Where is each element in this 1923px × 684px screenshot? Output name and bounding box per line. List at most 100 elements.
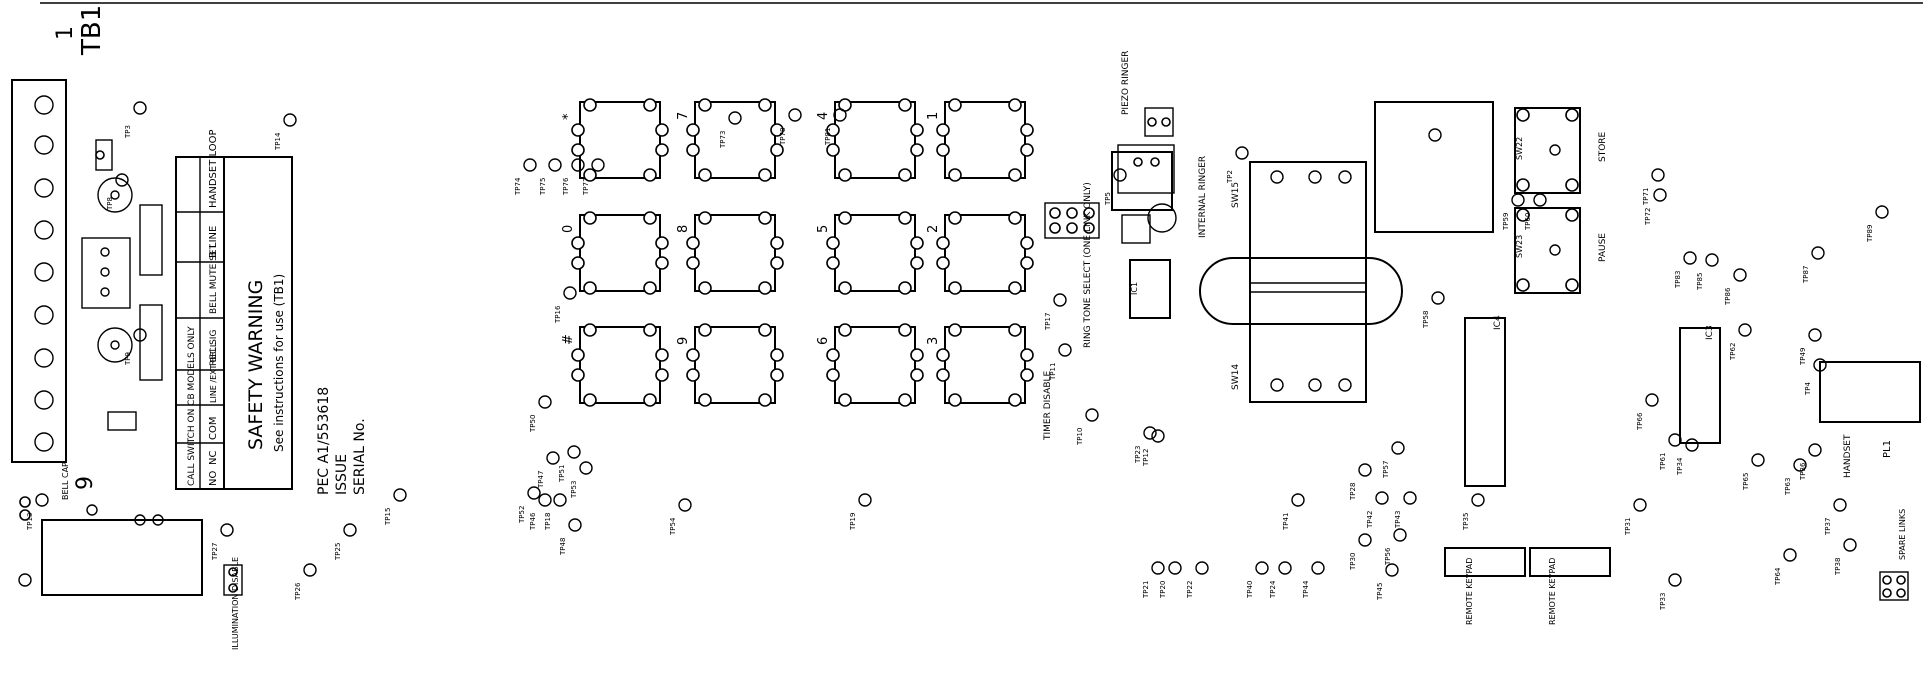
test-point-label: TP17 <box>1044 313 1052 331</box>
test-point-label: TP2 <box>1226 170 1234 184</box>
safety-title: SAFETY WARNING <box>245 280 267 450</box>
test-point <box>1278 561 1292 575</box>
illumination-label: ILLUMINATION DISABLE <box>231 557 240 650</box>
tt-header-2: B LINE <box>208 226 219 258</box>
bell-cap-label: BELL CAP <box>61 462 70 500</box>
part-id-line2: ISSUE <box>334 454 350 495</box>
safety-subtitle: See instructions for use (TB1) <box>272 274 286 452</box>
test-point <box>1808 443 1822 457</box>
test-point-label: TP37 <box>1824 518 1832 536</box>
test-point <box>1793 458 1807 472</box>
test-point <box>678 498 692 512</box>
keypad-digit-label: 8 <box>676 225 691 233</box>
tt-header-5: LINE /EXT BELL <box>209 342 218 403</box>
test-point-label: TP31 <box>1624 518 1632 536</box>
ringer-area: RING TONE SELECT (ONE LINK ONLY) PIEZO R… <box>1043 51 1208 441</box>
test-point-label: TP28 <box>1349 483 1357 501</box>
test-point-label: TP75 <box>539 178 547 196</box>
test-point <box>1813 358 1827 372</box>
keypad-switch: 2 <box>926 211 1034 295</box>
timer-label: TIMER DISABLE <box>1043 370 1053 441</box>
internal-ringer-label: INTERNAL RINGER <box>1198 156 1208 238</box>
test-point <box>1143 426 1157 440</box>
buzzer-block: STORE PAUSE SW22 SW23 <box>1374 101 1608 294</box>
test-point-label: TP8 <box>106 197 114 211</box>
remote-keypad-1-label: REMOTE KEYPAD <box>1465 558 1474 625</box>
test-point <box>788 108 802 122</box>
test-point <box>283 113 297 127</box>
test-point <box>393 488 407 502</box>
test-point-label: TP73 <box>719 131 727 149</box>
test-point <box>1645 393 1659 407</box>
test-point-label: TP22 <box>1186 581 1194 599</box>
tt-header-7: NC <box>208 451 219 465</box>
test-point-label: TP4 <box>1804 382 1812 396</box>
test-point-label: TP34 <box>1676 457 1684 476</box>
remote-keypad-connectors: REMOTE KEYPAD REMOTE KEYPAD <box>1444 547 1611 625</box>
test-point-label: TP60 <box>1524 213 1532 231</box>
keypad-switch: 6 <box>816 323 924 407</box>
test-point-label: TP10 <box>1076 428 1084 446</box>
test-point <box>133 101 147 115</box>
test-point-label: TP76 <box>562 177 570 196</box>
keypad-switch: # <box>561 323 669 407</box>
handset-connector: PL1 HANDSET <box>1819 361 1921 478</box>
test-point-label: TP58 <box>1422 311 1430 329</box>
test-point-label: TP9 <box>124 352 132 366</box>
test-point <box>1393 528 1407 542</box>
tt-header-8: NO <box>208 471 219 486</box>
keypad-switch: 0 <box>561 211 669 295</box>
keypad-switch: 3 <box>926 323 1034 407</box>
test-point <box>538 395 552 409</box>
test-point <box>1375 491 1389 505</box>
test-point <box>579 461 593 475</box>
test-point-label: TP41 <box>1282 513 1290 531</box>
part-id-line1: PEC A1/553618 <box>316 387 332 495</box>
remote-keypad-2-label: REMOTE KEYPAD <box>1548 558 1557 625</box>
test-point-label: TP85 <box>1696 273 1704 291</box>
test-point <box>1195 561 1209 575</box>
left-components <box>18 139 243 596</box>
keypad-digit-label: 4 <box>816 112 831 120</box>
keypad-switch: 4 <box>816 98 924 182</box>
test-point-label: TP24 <box>1269 580 1277 599</box>
test-point <box>1668 573 1682 587</box>
test-point <box>1471 493 1485 507</box>
test-point-label: TP78 <box>779 128 787 146</box>
test-point-label: TP81 <box>824 128 832 146</box>
tt-header-4: REC SIG <box>209 330 219 366</box>
test-point-label: TP15 <box>384 508 392 526</box>
test-point-label: TP62 <box>1729 343 1737 361</box>
test-point <box>1291 493 1305 507</box>
test-point <box>1431 291 1445 305</box>
test-point <box>546 451 560 465</box>
pl1-label: PL1 <box>1882 440 1893 458</box>
test-point <box>1843 538 1857 552</box>
test-point <box>1151 561 1165 575</box>
keypad-digit-label: 2 <box>926 225 941 233</box>
keypad-digit-label: 3 <box>926 337 941 345</box>
test-point-label: TP23 <box>1134 446 1142 464</box>
test-point <box>527 486 541 500</box>
test-point <box>571 158 585 172</box>
store-label: STORE <box>1598 131 1608 162</box>
test-point <box>303 563 317 577</box>
test-point-label: TP61 <box>1659 453 1667 471</box>
terminal-block-tb1: TB1 1 9 <box>11 5 107 490</box>
test-point-label: TP63 <box>1784 478 1792 496</box>
test-point-label: TP52 <box>518 506 526 524</box>
test-point-label: TP53 <box>570 481 578 499</box>
test-point <box>1255 561 1269 575</box>
test-point-label: TP64 <box>1774 567 1782 586</box>
test-point <box>1391 441 1405 455</box>
test-point-label: TP35 <box>1462 513 1470 531</box>
test-point <box>548 158 562 172</box>
test-point <box>133 328 147 342</box>
test-point <box>35 493 49 507</box>
test-point <box>1358 533 1372 547</box>
sw22-label: SW22 <box>1515 137 1524 160</box>
part-id-line3: SERIAL No. <box>352 418 368 495</box>
test-point <box>1875 205 1889 219</box>
